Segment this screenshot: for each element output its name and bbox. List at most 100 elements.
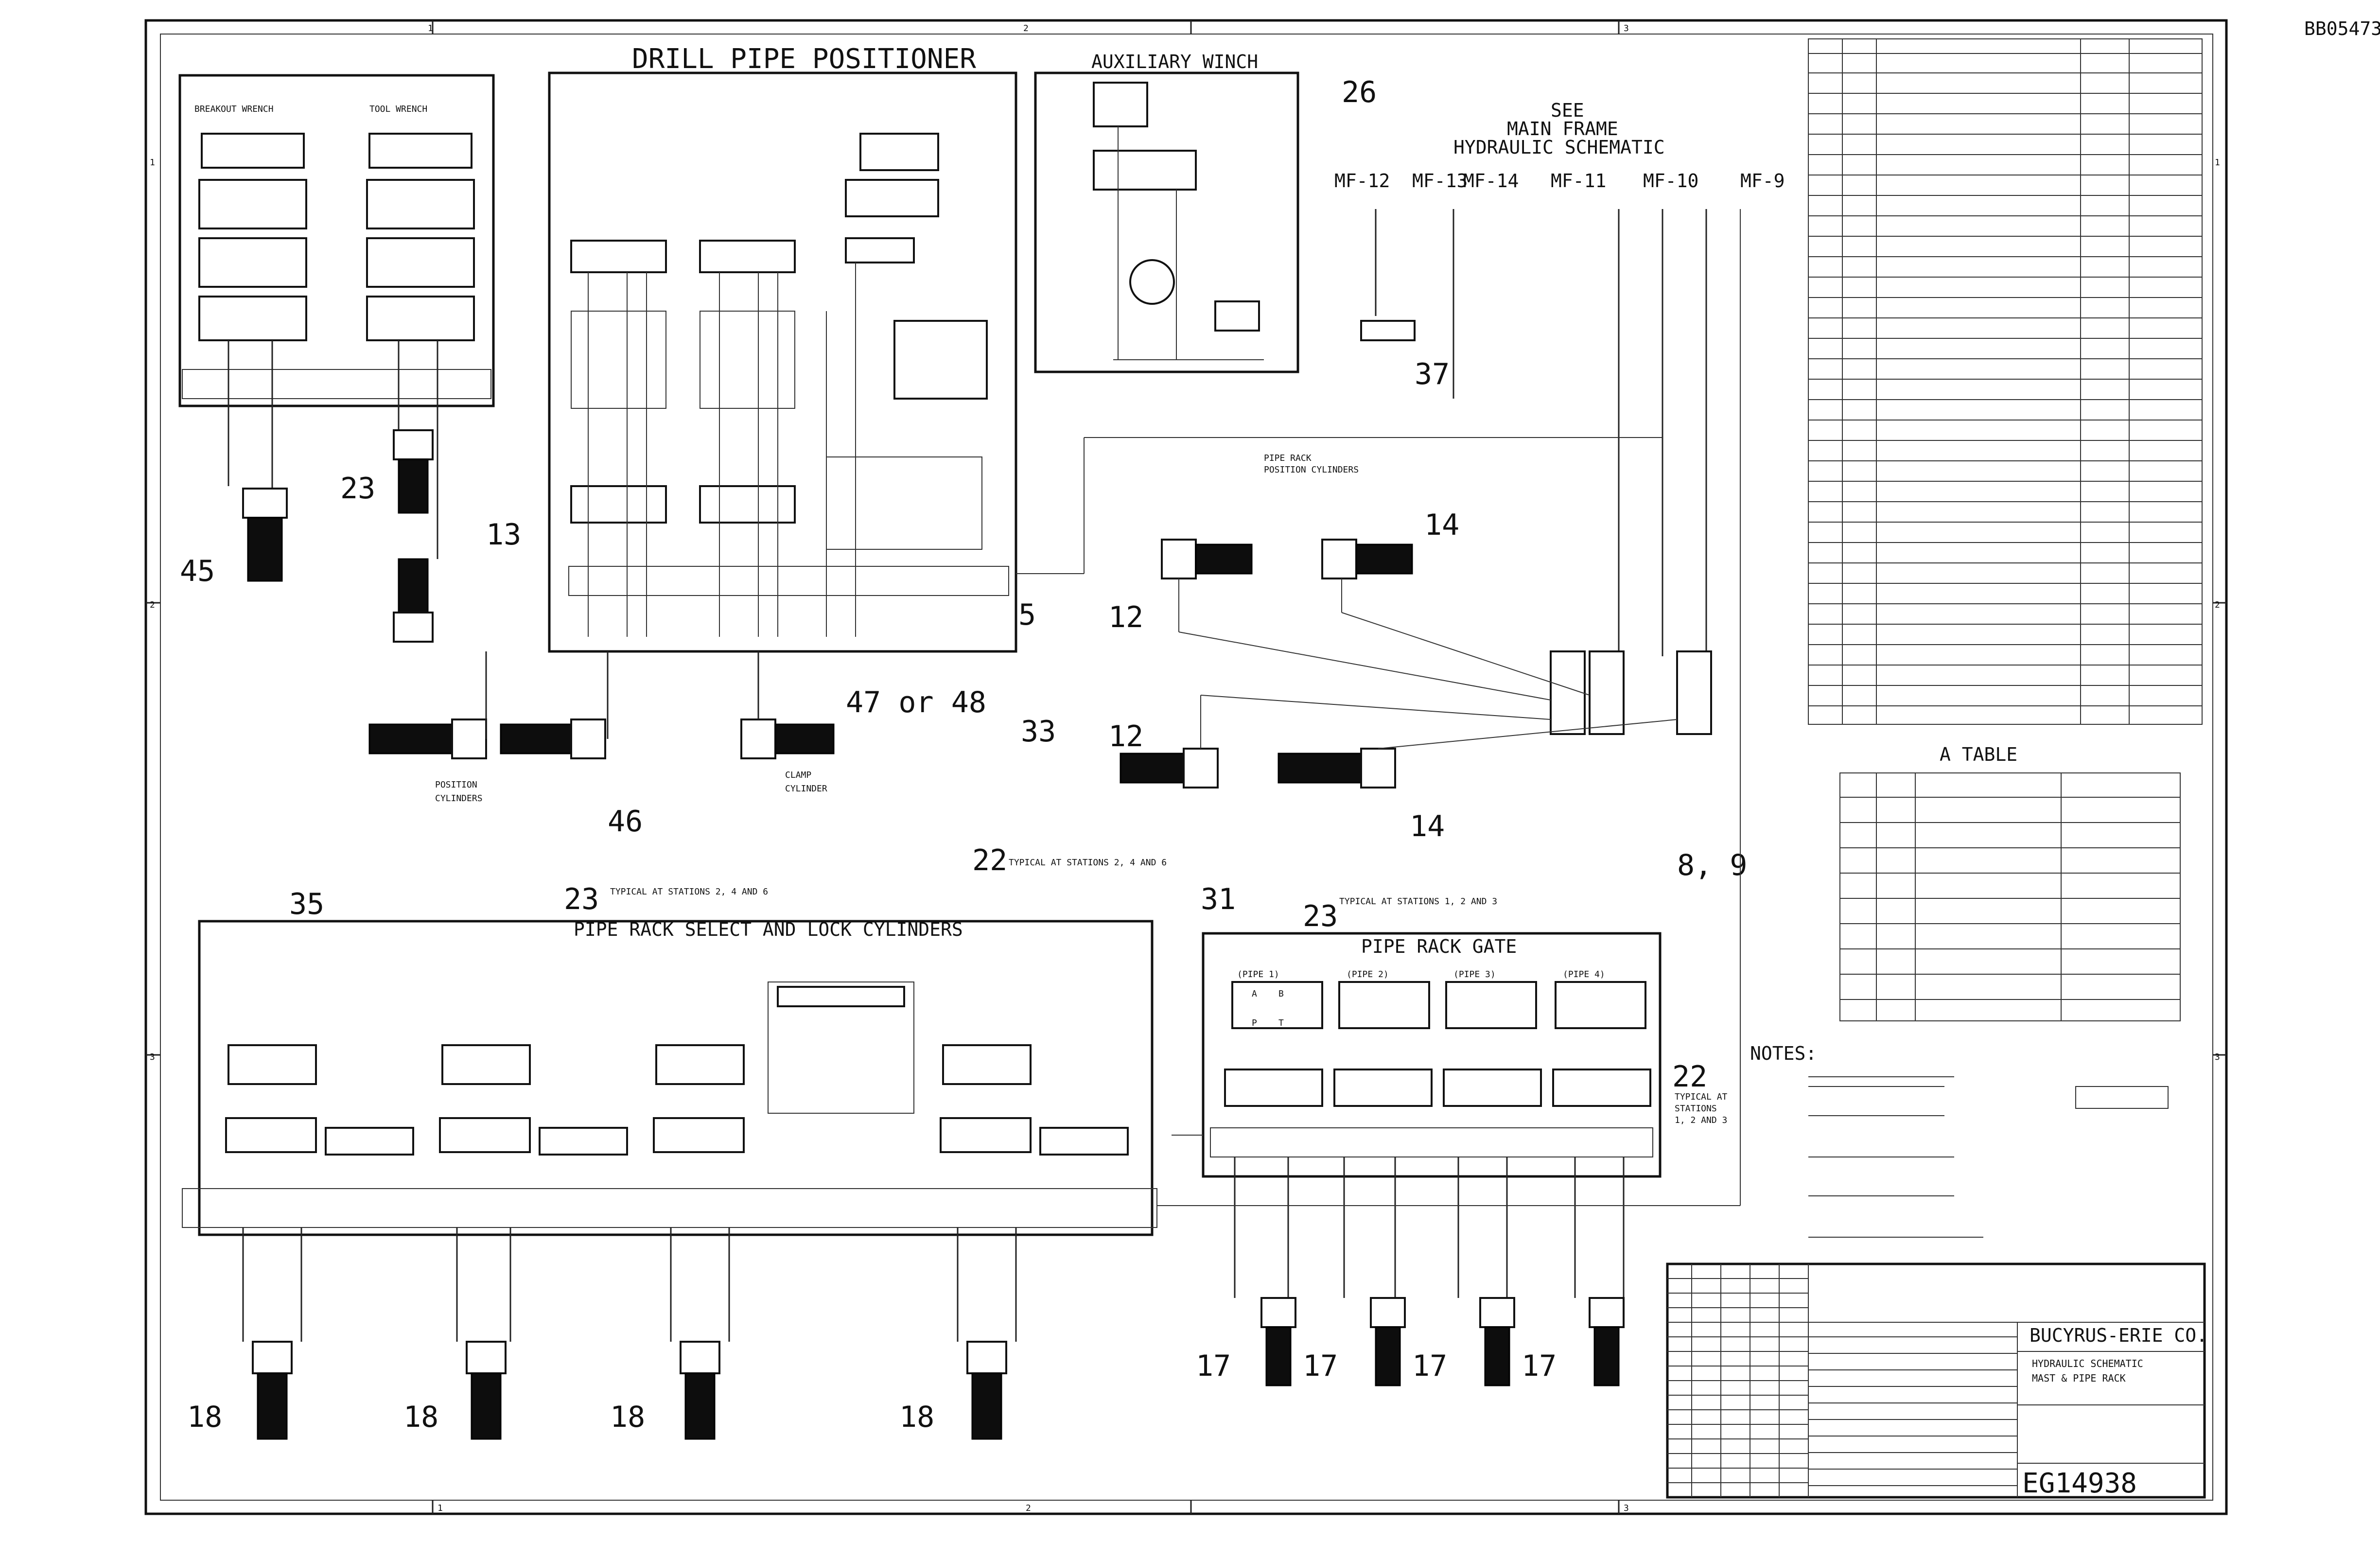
- callout-14-upper: 14: [1424, 508, 1459, 542]
- a-table-grid: [1839, 772, 2181, 1021]
- callout-18-2: 18: [403, 1400, 438, 1434]
- callout-33: 33: [1021, 715, 1056, 749]
- main-frame-label: MAIN FRAME: [1507, 118, 1618, 140]
- callout-22-gate: 22: [1672, 1060, 1707, 1094]
- drawing-number: EG14938: [2022, 1468, 2137, 1499]
- gate-station-2: (PIPE 2): [1347, 969, 1389, 980]
- callout-23-gate: 23: [1303, 899, 1338, 933]
- zone-top-3: 3: [1624, 23, 1629, 34]
- company-name: BUCYRUS-ERIE CO.: [2030, 1325, 2207, 1346]
- pipe-rack-position-label-2: POSITION CYLINDERS: [1264, 465, 1359, 475]
- callout-23-gate-note: TYPICAL AT STATIONS 1, 2 AND 3: [1339, 896, 1497, 907]
- callout-17-4: 17: [1522, 1349, 1557, 1383]
- pipe-rack-select-title: PIPE RACK SELECT AND LOCK CYLINDERS: [574, 919, 963, 940]
- title-block-grid: [1667, 1264, 2017, 1497]
- pipe-rack-position-label-1: PIPE RACK: [1264, 453, 1312, 463]
- zone-left-3: 3: [150, 1052, 155, 1062]
- mf-port-lines: [1360, 209, 1707, 656]
- callout-14-lower: 14: [1410, 809, 1445, 843]
- zone-right-2: 2: [2215, 600, 2220, 610]
- callout-17-1: 17: [1196, 1349, 1231, 1383]
- callout-23-select-note: TYPICAL AT STATIONS 2, 4 AND 6: [610, 887, 768, 897]
- callout-12-upper: 12: [1108, 600, 1143, 634]
- callout-22-gate-note-1: TYPICAL AT: [1675, 1092, 1728, 1102]
- bill-of-materials: [1808, 38, 2203, 725]
- callout-23-wrench: 23: [340, 472, 375, 506]
- port-mf-11: MF-11: [1551, 170, 1606, 192]
- notes-block: [1808, 1076, 2169, 1238]
- callout-5: 5: [1018, 598, 1036, 632]
- sheet-border: [144, 19, 2228, 1515]
- pipe-rack-gate-title: PIPE RACK GATE: [1361, 936, 1517, 957]
- auxiliary-winch-title: AUXILIARY WINCH: [1091, 51, 1258, 72]
- port-letter-a: A: [1252, 989, 1257, 999]
- drill-pipe-positioner-title: DRILL PIPE POSITIONER: [632, 43, 976, 75]
- callout-35: 35: [289, 887, 324, 921]
- zone-right-1: 1: [2215, 158, 2220, 168]
- gate-station-3: (PIPE 3): [1453, 969, 1496, 980]
- gate-station-1: (PIPE 1): [1237, 969, 1279, 980]
- port-letter-t: T: [1278, 1018, 1284, 1028]
- zone-bottom-3: 3: [1624, 1503, 1629, 1513]
- callout-18-4: 18: [899, 1400, 934, 1434]
- zone-top-2: 2: [1023, 23, 1029, 34]
- port-mf-14: MF-14: [1463, 170, 1519, 192]
- pipe-rack-gate-section: [1202, 932, 1662, 1298]
- hydraulic-schematic-label: HYDRAULIC SCHEMATIC: [1453, 137, 1665, 158]
- zone-bottom-2: 2: [1026, 1503, 1031, 1513]
- clamp-cylinder-label-1: CLAMP: [785, 770, 811, 780]
- pipe-rack-select-section: [182, 920, 1157, 1236]
- position-cylinders-label-2: CYLINDERS: [435, 793, 483, 804]
- callout-18-1: 18: [187, 1400, 222, 1434]
- gate-station-4: (PIPE 4): [1563, 969, 1605, 980]
- zone-top-1: 1: [428, 23, 433, 34]
- callout-22-gate-note-2: STATIONS: [1675, 1104, 1717, 1114]
- breakout-wrench-label: BREAKOUT WRENCH: [194, 104, 274, 114]
- return-lines: [1157, 209, 1741, 1206]
- see-label: SEE: [1551, 100, 1584, 121]
- callout-22-gate-note-3: 1, 2 AND 3: [1675, 1115, 1727, 1125]
- select-lock-cylinders: [242, 1227, 1017, 1440]
- clamp-cylinder-label-2: CYLINDER: [785, 784, 827, 794]
- notes-title: NOTES:: [1750, 1043, 1817, 1064]
- callout-31: 31: [1201, 882, 1236, 916]
- callout-17-2: 17: [1303, 1349, 1338, 1383]
- drill-pipe-positioner-section: [548, 71, 1017, 653]
- callout-8-9: 8, 9: [1677, 848, 1748, 882]
- callout-46: 46: [608, 805, 643, 839]
- port-mf-13: MF-13: [1412, 170, 1468, 192]
- a-table-rows: [1840, 797, 2180, 1000]
- gate-cylinders: [1260, 1297, 1625, 1386]
- callout-22-select-note: TYPICAL AT STATIONS 2, 4 AND 6: [1009, 858, 1167, 868]
- callout-37: 37: [1415, 357, 1450, 391]
- drawing-title-1: HYDRAULIC SCHEMATIC: [2032, 1358, 2143, 1369]
- tool-wrench-label: TOOL WRENCH: [369, 104, 427, 114]
- zone-left-1: 1: [150, 158, 155, 168]
- zone-bottom-1: 1: [438, 1503, 443, 1513]
- zone-right-3: 3: [2215, 1052, 2220, 1062]
- callout-12-lower: 12: [1108, 719, 1143, 753]
- zone-left-2: 2: [150, 600, 155, 610]
- bom-rows: [1808, 72, 2202, 706]
- drawing-title-2: MAST & PIPE RACK: [2032, 1372, 2126, 1384]
- pipe-rack-position-cylinders: [1016, 437, 1712, 789]
- port-mf-10: MF-10: [1643, 170, 1698, 192]
- port-letter-b: B: [1278, 989, 1284, 999]
- position-clamp-cylinders: [368, 651, 835, 759]
- callout-13: 13: [486, 518, 521, 552]
- a-table-title: A TABLE: [1940, 744, 2017, 765]
- callout-26: 26: [1342, 75, 1377, 109]
- callout-45: 45: [180, 554, 215, 588]
- callout-23-select: 23: [564, 882, 599, 916]
- wrench-valve-section: [178, 74, 495, 559]
- callout-47-48: 47 or 48: [846, 685, 986, 719]
- port-mf-9: MF-9: [1740, 170, 1785, 192]
- port-letter-p: P: [1252, 1018, 1257, 1028]
- callout-17-3: 17: [1412, 1349, 1447, 1383]
- auxiliary-winch-section: [1034, 71, 1299, 373]
- position-cylinders-label-1: POSITION: [435, 780, 477, 790]
- callout-22-select: 22: [972, 843, 1007, 877]
- corner-code: BB05473: [2304, 18, 2380, 39]
